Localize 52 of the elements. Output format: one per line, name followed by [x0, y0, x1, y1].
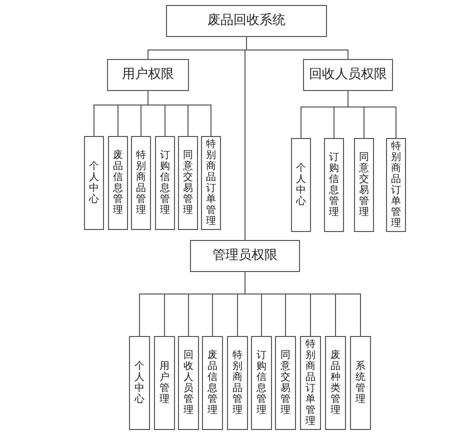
function-box	[202, 336, 223, 430]
function-label: 订购信息管理	[256, 350, 266, 416]
function-box	[300, 336, 321, 430]
function-label: 个人中心	[89, 161, 99, 205]
function-label: 废品信息管理	[208, 350, 218, 416]
function-label: 特别商品订单管理	[206, 139, 216, 227]
module-box	[190, 240, 300, 272]
function-box	[84, 136, 104, 230]
module-box	[303, 59, 393, 91]
function-label: 同意交易管理	[359, 152, 369, 218]
function-box	[227, 336, 248, 430]
function-box	[251, 336, 272, 430]
function-box	[178, 136, 198, 230]
function-box	[131, 136, 151, 230]
function-box	[201, 136, 221, 230]
module-label: 回收人员权限	[309, 66, 387, 84]
module-label: 管理员权限	[212, 247, 278, 266]
connector-line	[244, 272, 361, 336]
module-label: 用户权限	[122, 66, 174, 84]
function-label: 特别商品管理	[232, 350, 242, 416]
function-box	[350, 336, 371, 430]
function-box	[155, 136, 175, 230]
function-box	[324, 138, 344, 232]
function-label: 特别商品订单管理	[306, 339, 316, 427]
function-box	[154, 336, 175, 430]
function-box	[108, 136, 128, 230]
function-label: 个人中心	[134, 361, 144, 405]
function-label: 个人中心	[296, 163, 306, 207]
function-label: 回收人员管理	[184, 350, 194, 416]
function-box	[325, 336, 346, 430]
function-label: 同意交易管理	[183, 150, 193, 216]
module-box	[166, 5, 327, 37]
function-box	[275, 336, 296, 430]
connector-line	[244, 36, 247, 240]
function-box	[178, 336, 199, 430]
function-box	[354, 138, 374, 232]
function-label: 同意交易管理	[280, 350, 290, 416]
function-box	[291, 138, 311, 232]
function-label: 订购信息管理	[329, 152, 339, 218]
function-label: 废品信息管理	[113, 150, 123, 216]
function-box	[129, 336, 150, 430]
function-label: 废品种类管理	[330, 350, 340, 416]
module-box	[107, 59, 189, 91]
function-label: 订购信息管理	[160, 150, 170, 216]
function-label: 系统管理	[356, 361, 366, 405]
function-label: 特别商品管理	[136, 150, 146, 216]
connector-line	[148, 90, 212, 136]
module-label: 废品回收系统	[208, 12, 286, 30]
function-label: 用户管理	[160, 361, 170, 405]
function-label: 特别商品订单管理	[391, 141, 401, 229]
function-box	[386, 138, 406, 232]
connector-line	[348, 90, 396, 138]
